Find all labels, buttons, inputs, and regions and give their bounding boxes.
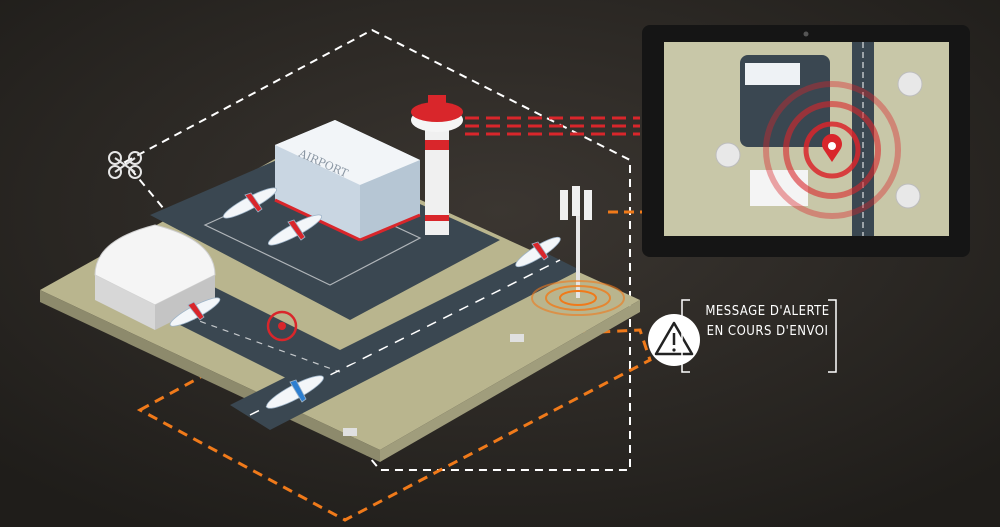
- warning-icon: [648, 314, 700, 366]
- airplane-icon: [222, 187, 278, 219]
- vehicle: [343, 428, 357, 436]
- alert-message: MESSAGE D'ALERTE EN COURS D'ENVOI: [700, 302, 835, 342]
- cell-tower-icon: [531, 186, 625, 316]
- drone-icon: [108, 151, 142, 179]
- tower-signal-dashes: [465, 116, 640, 136]
- alert-bracket-left: [681, 299, 690, 373]
- airplane-icon: [266, 375, 324, 409]
- alert-line-2: EN COURS D'ENVOI: [706, 324, 829, 339]
- airplane-icon: [169, 297, 221, 327]
- map-pin-icon: [822, 133, 842, 162]
- control-tower-icon: [411, 95, 463, 235]
- alert-bracket-right: [828, 299, 837, 373]
- hangar-icon: [94, 224, 216, 330]
- tablet-icon: [642, 25, 970, 257]
- vehicle: [510, 334, 524, 342]
- airplane-icon: [515, 236, 561, 268]
- terminal-building: AIRPORT: [274, 120, 421, 242]
- detected-drone-marker: [266, 310, 298, 342]
- map-pin-icon: [715, 71, 923, 209]
- alert-line-1: MESSAGE D'ALERTE: [705, 304, 830, 319]
- airplane-icon: [267, 214, 323, 246]
